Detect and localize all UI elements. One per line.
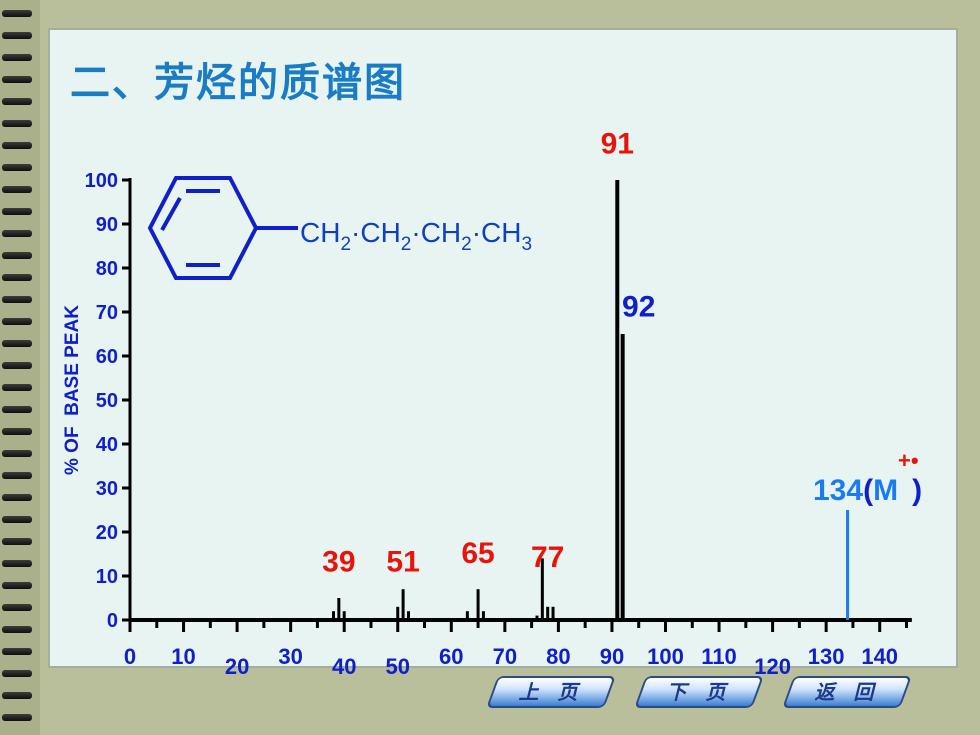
- formula-part: ·CH: [411, 217, 461, 248]
- molecular-ion-open: (: [863, 474, 873, 507]
- y-tick-label: 60: [96, 346, 118, 368]
- molecular-ion-mz: 134: [813, 474, 863, 507]
- radical-cation-charge: +•: [898, 448, 919, 473]
- binder-ring: [2, 692, 32, 699]
- molecular-ion-close: ): [912, 474, 922, 507]
- peak-label: 51: [386, 546, 419, 579]
- binder-ring: [2, 362, 32, 369]
- binder-rings: [0, 0, 40, 735]
- formula-subscript: 2: [401, 234, 412, 255]
- binder-ring: [2, 164, 32, 171]
- prev-page-button[interactable]: 上 页: [486, 676, 616, 708]
- y-axis-label: % OF BASE PEAK: [62, 305, 83, 475]
- formula-part: ·CH: [351, 217, 401, 248]
- binder-ring: [2, 340, 32, 347]
- chart-axes: [122, 178, 912, 632]
- y-tick-label: 10: [96, 566, 118, 588]
- binder-ring: [2, 406, 32, 413]
- binder-ring: [2, 648, 32, 655]
- x-tick-label: 80: [546, 644, 570, 669]
- molecular-ion-symbol: M: [873, 474, 898, 507]
- binder-ring: [2, 120, 32, 127]
- y-tick-label: 20: [96, 522, 118, 544]
- binder-ring: [2, 538, 32, 545]
- y-tick-label: 100: [85, 170, 118, 192]
- binder-ring: [2, 494, 32, 501]
- binder-ring: [2, 32, 32, 39]
- next-page-label: 下 页: [666, 680, 732, 704]
- binder-ring: [2, 54, 32, 61]
- binder-ring: [2, 296, 32, 303]
- x-tick-label: 100: [647, 644, 684, 669]
- formula-subscript: 2: [340, 234, 351, 255]
- y-tick-labels: 0 10 20 30 40 50 60 70 80 90 100: [85, 170, 118, 632]
- x-tick-label: 90: [600, 644, 624, 669]
- binder-ring: [2, 604, 32, 611]
- x-tick-label: 110: [701, 644, 737, 669]
- binder-ring: [2, 450, 32, 457]
- peak-bars: [331, 180, 850, 620]
- y-tick-label: 80: [96, 258, 118, 280]
- binder-ring: [2, 10, 32, 17]
- next-page-button[interactable]: 下 页: [634, 676, 764, 708]
- binder-ring: [2, 582, 32, 589]
- binder-ring: [2, 560, 32, 567]
- binder-ring: [2, 428, 32, 435]
- formula-subscript: 2: [461, 234, 472, 255]
- x-tick-label: 60: [439, 644, 463, 669]
- binder-ring: [2, 670, 32, 677]
- x-tick-label: 20: [225, 654, 249, 679]
- x-tick-label: 30: [278, 644, 302, 669]
- binder-ring: [2, 384, 32, 391]
- peak-label: 92: [622, 290, 655, 323]
- peak-labels: 39 51 65 77 91 92: [322, 128, 655, 579]
- x-tick-label: 50: [386, 654, 410, 679]
- binder-ring: [2, 318, 32, 325]
- x-tick-label: 10: [171, 644, 195, 669]
- slide-panel: [48, 28, 958, 668]
- x-tick-label: 130: [808, 644, 845, 669]
- x-tick-labels: 0 10 20 30 40 50 60 70 80 90 100 110 120 130 140: [124, 644, 898, 679]
- structure-formula: CH2·CH2·CH2·CH3: [300, 217, 532, 255]
- formula-subscript: 3: [521, 234, 532, 255]
- binder-ring: [2, 274, 32, 281]
- y-tick-label: 0: [107, 610, 118, 632]
- x-tick-label: 140: [861, 644, 898, 669]
- binder-ring: [2, 98, 32, 105]
- y-tick-label: 50: [96, 390, 118, 412]
- back-button[interactable]: 返 回: [782, 676, 912, 708]
- y-tick-label: 70: [96, 302, 118, 324]
- y-tick-label: 40: [96, 434, 118, 456]
- binder-ring: [2, 714, 32, 721]
- peak-label: 65: [461, 537, 494, 570]
- y-tick-label: 30: [96, 478, 118, 500]
- benzene-ring-icon: [147, 176, 298, 280]
- binder-ring: [2, 626, 32, 633]
- peak-label: 77: [531, 541, 564, 574]
- formula-part: ·CH: [472, 217, 522, 248]
- prev-page-label: 上 页: [518, 680, 584, 704]
- molecular-ion-label: 134(M): [813, 474, 922, 507]
- peak-label: 39: [322, 546, 355, 579]
- binder-ring: [2, 516, 32, 523]
- page-title: 二、芳烃的质谱图: [70, 59, 406, 106]
- formula-part: CH: [300, 217, 340, 248]
- x-tick-label: 70: [493, 644, 517, 669]
- x-tick-label: 120: [754, 654, 791, 679]
- x-tick-label: 0: [124, 644, 136, 669]
- binder-ring: [2, 208, 32, 215]
- back-label: 返 回: [814, 680, 880, 704]
- binder-ring: [2, 142, 32, 149]
- binder-ring: [2, 472, 32, 479]
- binder-ring: [2, 252, 32, 259]
- y-tick-label: 90: [96, 214, 118, 236]
- binder-ring: [2, 76, 32, 83]
- peak-label: 91: [601, 128, 634, 161]
- binder-ring: [2, 230, 32, 237]
- binder-ring: [2, 186, 32, 193]
- x-tick-label: 40: [332, 654, 356, 679]
